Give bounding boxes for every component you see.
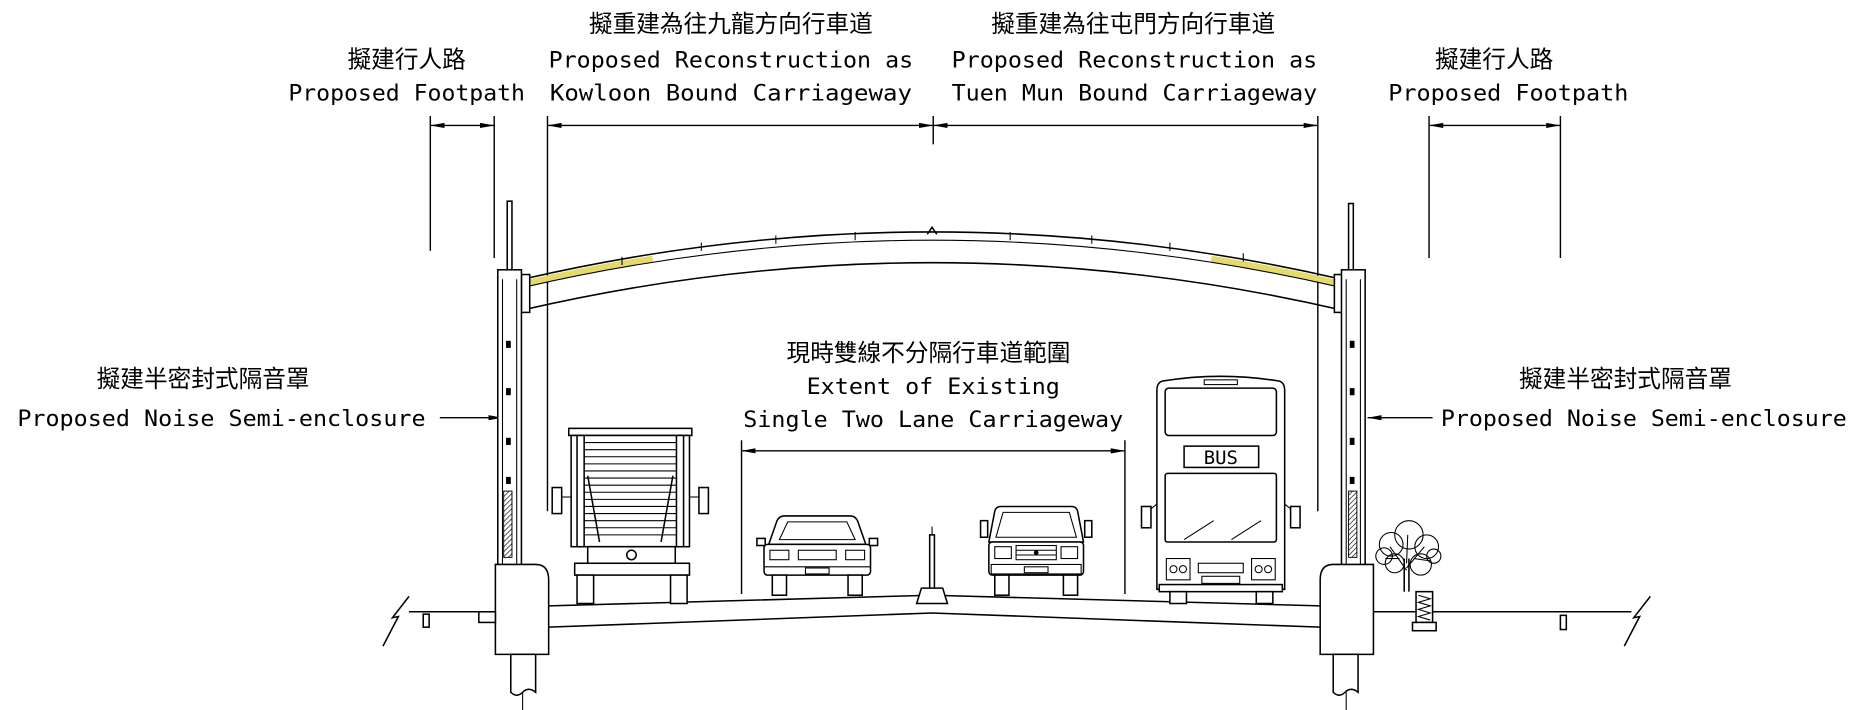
noise-enclosure-right-zh: 擬建半密封式隔音罩	[1519, 365, 1732, 393]
existing-carriageway-label: 現時雙線不分隔行車道範圍 Extent of Existing Single T…	[743, 339, 1123, 433]
planter-box	[1411, 590, 1437, 632]
median-barrier	[915, 526, 949, 605]
bus-destination-text: BUS	[1204, 447, 1238, 469]
ground-right	[1373, 595, 1651, 647]
bus-mirror-left	[1140, 505, 1152, 529]
double-decker-bus: BUS	[1140, 375, 1301, 605]
existing-carriageway-en-line2: Single Two Lane Carriageway	[743, 407, 1123, 433]
wall-hatch	[1348, 490, 1358, 558]
roof-inner-edge	[522, 239, 1342, 289]
dimension-footpath-right	[1428, 115, 1562, 258]
bus-destination-display	[1183, 445, 1260, 469]
bus-bumper	[1158, 583, 1284, 593]
dimension-existing-carriageway	[740, 440, 1126, 595]
kowloon-carriageway-zh: 擬重建為往九龍方向行車道	[589, 10, 873, 38]
dimension-tuen-mun-carriageway	[933, 115, 1319, 512]
pile-right	[1332, 653, 1359, 696]
footing-left	[494, 563, 550, 710]
break-line-left	[382, 595, 410, 647]
saloon-car	[756, 515, 879, 596]
roof-ticks	[621, 231, 1244, 266]
noise-barrier-wall-right	[1340, 202, 1366, 567]
noise-enclosure-left-zh: 擬建半密封式隔音罩	[97, 365, 310, 393]
lorry-wheel-right	[669, 574, 688, 605]
existing-carriageway-en-line1: Extent of Existing	[807, 374, 1060, 400]
footpath-right-en: Proposed Footpath	[1388, 81, 1628, 107]
roof-apex-marker	[926, 225, 938, 235]
footpath-left-label: 擬建行人路 Proposed Footpath	[288, 45, 525, 106]
noise-enclosure-left-en: Proposed Noise Semi-enclosure	[17, 406, 425, 432]
dimension-kowloon-carriageway	[546, 115, 934, 512]
lorry-box	[570, 434, 691, 548]
footpath-left-zh: 擬建行人路	[348, 45, 466, 73]
bus-upper-windscreen	[1164, 387, 1278, 437]
bollard	[1559, 614, 1568, 631]
tree	[1375, 520, 1442, 592]
bus-wheel-left	[1169, 590, 1188, 605]
lorry-roof	[567, 427, 693, 437]
lorry	[551, 427, 710, 605]
lorry-slats	[584, 442, 677, 536]
kowloon-carriageway-en-line2: Kowloon Bound Carriageway	[550, 81, 912, 107]
bus-lower-windscreen	[1164, 472, 1278, 543]
noise-enclosure-roof	[520, 225, 1344, 314]
existing-carriageway-zh: 現時雙線不分隔行車道範圍	[787, 339, 1071, 367]
van-wheel-right	[1062, 574, 1079, 596]
wall-post-top	[1347, 202, 1355, 276]
bollard	[422, 613, 430, 628]
tuen-mun-carriageway-zh: 擬重建為往屯門方向行車道	[991, 10, 1275, 38]
van-body	[988, 541, 1085, 576]
kerb	[478, 611, 497, 624]
wall-hatch	[503, 490, 513, 558]
break-line-right	[1623, 595, 1651, 647]
van	[979, 505, 1093, 596]
wall-post-top	[506, 200, 513, 276]
road-base	[548, 612, 1321, 628]
roof-top-edge	[522, 231, 1342, 281]
kowloon-carriageway-label: 擬重建為往九龍方向行車道 Proposed Reconstruction as …	[549, 10, 913, 107]
footing-right	[1319, 563, 1375, 710]
ground-left	[382, 595, 497, 647]
noise-enclosure-left-label: 擬建半密封式隔音罩 Proposed Noise Semi-enclosure	[17, 365, 425, 432]
van-cabin	[987, 505, 1085, 543]
roof-highlight-band	[521, 233, 1343, 287]
lorry-mirror-right	[698, 486, 710, 515]
bus-wheel-right	[1255, 590, 1274, 605]
noise-enclosure-right-label: 擬建半密封式隔音罩 Proposed Noise Semi-enclosure	[1441, 365, 1847, 432]
bus-mirror-right	[1289, 505, 1301, 529]
footpath-right-label: 擬建行人路 Proposed Footpath	[1388, 45, 1628, 106]
tuen-mun-carriageway-label: 擬重建為往屯門方向行車道 Proposed Reconstruction as …	[952, 10, 1318, 107]
roof-soffit	[522, 261, 1342, 311]
car-wheel-right	[847, 574, 864, 596]
tuen-mun-carriageway-en-line2: Tuen Mun Bound Carriageway	[952, 81, 1318, 107]
car-wheel-left	[771, 574, 788, 596]
noise-enclosure-right-en: Proposed Noise Semi-enclosure	[1441, 406, 1847, 432]
footpath-left-en: Proposed Footpath	[288, 81, 525, 107]
van-wheel-left	[993, 574, 1010, 596]
lorry-wheel-left	[576, 574, 595, 605]
pile-left	[510, 653, 537, 696]
kowloon-carriageway-en-line1: Proposed Reconstruction as	[549, 47, 913, 73]
lorry-bumper	[573, 562, 691, 576]
lorry-mirror-left	[551, 486, 563, 515]
dimension-footpath-left	[429, 115, 495, 258]
tuen-mun-carriageway-en-line1: Proposed Reconstruction as	[952, 47, 1318, 73]
roof-bracket-left	[520, 273, 531, 314]
footpath-right-zh: 擬建行人路	[1435, 45, 1553, 73]
noise-barrier-wall-left	[496, 200, 523, 567]
